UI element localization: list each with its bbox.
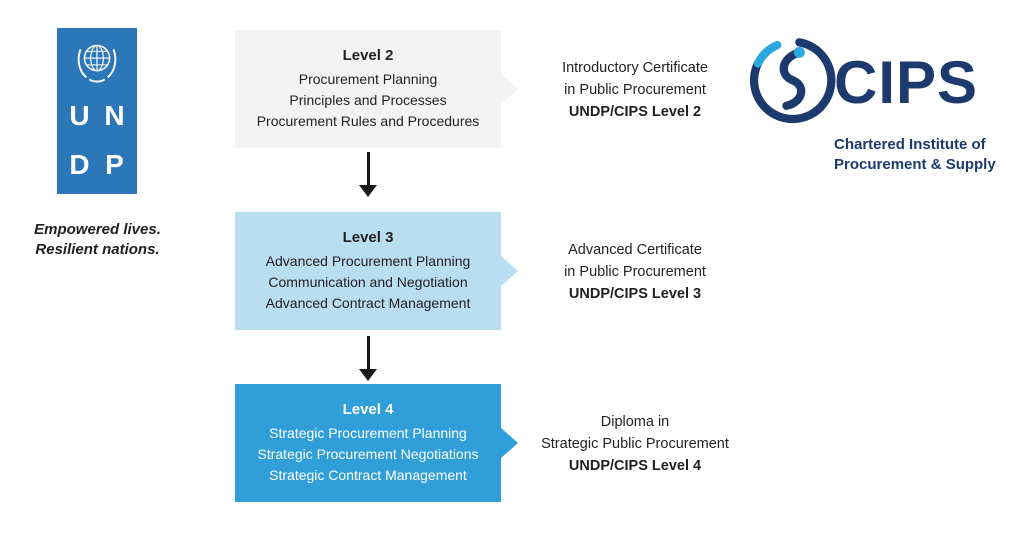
level-2-box: Level 2 Procurement Planning Principles … [235,30,518,148]
level-line: Advanced Contract Management [265,294,471,311]
level-line: Communication and Negotiation [268,273,468,290]
level-title: Level 3 [342,228,394,246]
level-line: Advanced Procurement Planning [265,252,471,269]
down-arrow-icon [359,152,377,197]
certificate-label-level-2: Introductory Certificate in Public Procu… [505,58,765,123]
cips-subtitle-line: Chartered Institute of [834,136,986,153]
arrow-head [359,369,377,381]
arrow-stem [366,336,370,369]
undp-letter: U [63,92,96,139]
level-title: Level 4 [342,400,394,418]
cips-subtitle: Chartered Institute of Procurement & Sup… [834,135,996,174]
certificate-line: Introductory Certificate [562,60,708,76]
un-emblem-icon [68,32,126,95]
certificate-bold-line: UNDP/CIPS Level 3 [568,285,702,302]
certificate-line: in Public Procurement [564,263,706,280]
level-line: Strategic Procurement Negotiations [257,445,479,462]
level-line: Strategic Contract Management [269,466,467,483]
certificate-line: Diploma in [600,414,670,430]
level-line: Strategic Procurement Planning [269,424,467,441]
cips-subtitle-line: Procurement & Supply [834,155,996,173]
level-title: Level 2 [342,46,394,64]
level-4-box: Level 4 Strategic Procurement Planning S… [235,384,518,502]
certificate-bold-line: UNDP/CIPS Level 4 [568,457,702,474]
undp-letters-grid: U N D P [63,92,131,188]
certificate-line: Strategic Public Procurement [541,435,729,452]
undp-tagline: Empowered lives. Resilient nations. [10,220,185,261]
undp-tagline-line: Empowered lives. [34,221,161,238]
cips-swirl-icon [746,34,838,131]
down-arrow-icon [359,336,377,381]
certificate-label-level-3: Advanced Certificate in Public Procureme… [505,240,765,305]
level-3-box: Level 3 Advanced Procurement Planning Co… [235,212,518,330]
level-line: Principles and Processes [289,91,447,108]
undp-logo: U N D P [57,28,137,194]
certificate-label-level-4: Diploma in Strategic Public Procurement … [505,412,765,477]
arrow-stem [366,152,370,185]
level-line: Procurement Rules and Procedures [256,112,480,129]
cips-logo: CIPS Chartered Institute of Procurement … [746,34,996,174]
certificate-bold-line: UNDP/CIPS Level 2 [568,103,702,120]
undp-letter: N [98,92,131,139]
undp-letter: P [98,141,131,188]
undp-letter: D [63,141,96,188]
chevron-right-icon [501,256,518,286]
chevron-right-icon [501,428,518,458]
level-line: Procurement Planning [298,70,438,87]
chevron-right-icon [501,74,518,104]
undp-tagline-line: Resilient nations. [35,241,160,259]
certificate-line: in Public Procurement [564,81,706,98]
cips-wordmark: CIPS [834,48,979,116]
arrow-head [359,185,377,197]
certificate-line: Advanced Certificate [568,242,702,258]
